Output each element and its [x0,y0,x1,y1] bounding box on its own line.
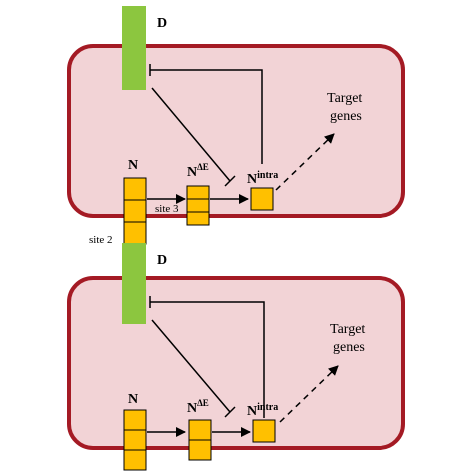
top-site3-label: site 3 [155,203,179,215]
top-receptor-label: N [128,158,138,173]
top-intra-box [250,187,274,211]
bottom-receptor-label: N [128,392,138,407]
top-cleaved-label: NΔE [187,162,209,180]
top-cleaved-seg-2 [186,198,210,213]
top-receptor-seg-3 [123,221,147,245]
top-feedback-line [150,69,263,164]
bottom-target-line1: Target [330,322,365,337]
bottom-cell [67,276,405,450]
bottom-receptor-seg-3 [123,449,147,471]
bottom-inhibition-bar [224,406,236,418]
bottom-inhibition-line [151,319,231,413]
bottom-intra-label: Nintra [247,402,278,419]
top-cleaved-seg-3 [186,211,210,226]
top-target-line1: Target [327,91,362,106]
top-receptor-seg-2 [123,199,147,223]
bottom-feedback-line [150,301,265,418]
bottom-cleaved-seg-1 [188,419,212,441]
top-intra-label: Nintra [247,170,278,187]
top-cell [67,44,405,218]
top-inhibition-line [151,87,231,182]
top-inhibition-bar [224,175,236,187]
bottom-arrow-target [279,365,339,423]
top-receptor-seg-1 [123,177,147,201]
bottom-cleaved-label: NΔE [187,398,209,416]
top-cleaved-seg-1 [186,185,210,200]
top-target-line2: genes [330,109,362,124]
bottom-intra-box [252,419,276,443]
bottom-target-line2: genes [333,340,365,355]
top-ligand-label: D [157,16,167,31]
site2-label: site 2 [89,234,113,246]
top-delta-ligand [122,6,146,90]
bottom-delta-ligand [122,243,146,324]
bottom-cleaved-seg-2 [188,439,212,461]
bottom-panel: D N NΔE Nintra Target genes [67,243,405,471]
bottom-receptor-seg-1 [123,409,147,431]
bottom-ligand-label: D [157,253,167,268]
top-arrow-target [275,133,335,191]
top-panel: D N site 3 NΔE Nintra Target genes [67,6,405,245]
bottom-receptor-seg-2 [123,429,147,451]
